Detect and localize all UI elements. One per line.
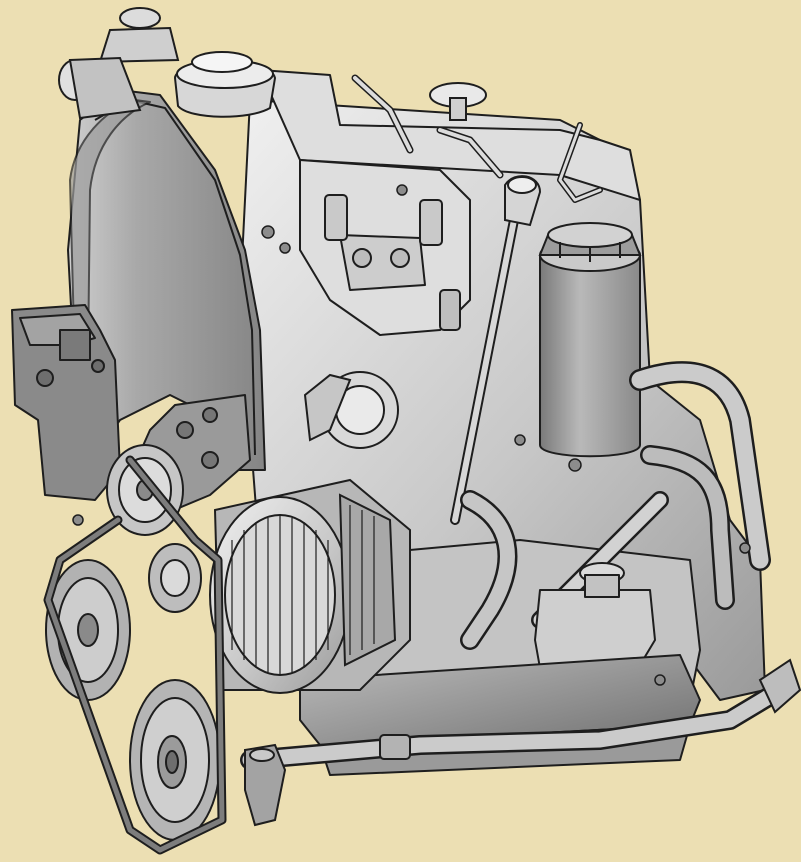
fasteners <box>72 184 751 686</box>
oil-dipstick <box>450 175 542 525</box>
hose-end-fitting <box>379 658 801 760</box>
alternator-fins <box>231 516 329 674</box>
mount-bolt <box>91 359 105 373</box>
oil-filler-cap <box>173 51 277 118</box>
oil-filter <box>538 222 642 458</box>
breather-cap <box>429 82 487 121</box>
coolant-expansion-tank <box>534 562 656 669</box>
bracket-bolt <box>201 451 219 469</box>
vacuum-pump <box>303 371 399 449</box>
bottom-hose <box>240 680 790 770</box>
thermostat-housing <box>58 7 180 120</box>
alternator <box>209 478 411 694</box>
bracket-bolt <box>202 407 218 423</box>
crankshaft-pulley <box>129 679 221 841</box>
bracket-bolt <box>176 421 194 439</box>
fuel-lines <box>351 74 603 203</box>
drive-belt <box>43 455 227 855</box>
mount-bolt <box>36 369 54 387</box>
injection-pump <box>299 159 471 336</box>
idler-pulley <box>148 543 202 613</box>
crank-sensor <box>244 743 287 827</box>
